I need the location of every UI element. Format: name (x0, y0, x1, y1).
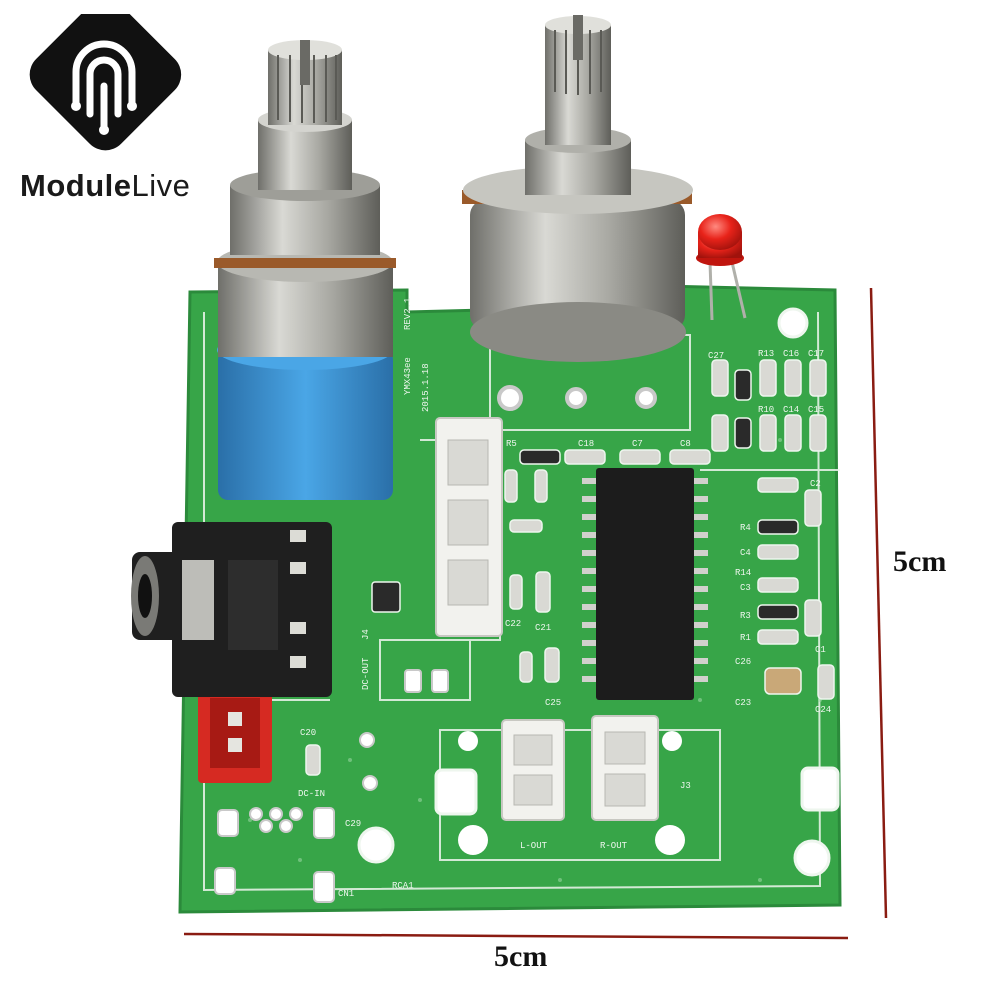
smd-components (305, 359, 835, 776)
silk-r1: R1 (740, 633, 751, 643)
tone-potentiometer (462, 15, 693, 362)
silk-cn1: CN1 (338, 889, 354, 899)
silkscreen-labels: YMX43ee REV2.1 2015.1.18 DC-OUT J4 DC-IN… (298, 298, 831, 899)
silk-dc-out: DC-OUT (361, 657, 371, 690)
silk-r5: R5 (506, 439, 517, 449)
silk-r13: R13 (758, 349, 774, 359)
silk-c22: C22 (505, 619, 521, 629)
silk-c23: C23 (735, 698, 751, 708)
silk-r10: R10 (758, 405, 774, 415)
silk-c26: C26 (735, 657, 751, 667)
silk-c18: C18 (578, 439, 594, 449)
silk-dc-in: DC-IN (298, 789, 325, 799)
silk-c21: C21 (535, 623, 551, 633)
silk-j4: J4 (361, 629, 371, 640)
input-connector (435, 417, 503, 637)
silk-c7: C7 (632, 439, 643, 449)
power-led (696, 214, 747, 321)
height-dimension-label: 5cm (893, 545, 947, 578)
volume-potentiometer (214, 40, 396, 500)
silk-j3: J3 (680, 781, 691, 791)
silk-l-out: L-OUT (520, 841, 548, 851)
logo-emblem-icon (29, 0, 182, 151)
height-dimension-line (869, 287, 888, 919)
solder-pads (214, 669, 449, 903)
amplifier-ic (582, 468, 708, 700)
silk-r14: R14 (735, 568, 751, 578)
l-out-connector (501, 719, 565, 821)
width-dimension-label: 5cm (494, 940, 548, 973)
silk-c14: C14 (783, 405, 799, 415)
silk-c3: C3 (740, 583, 751, 593)
silk-c24: C24 (815, 705, 831, 715)
silk-c2: C2 (810, 479, 821, 489)
silk-c27: C27 (708, 351, 724, 361)
silk-rca1: RCA1 (392, 881, 414, 891)
width-dimension-line (183, 932, 849, 940)
silk-rev: REV2.1 (403, 298, 413, 330)
silk-r3: R3 (740, 611, 751, 621)
silk-c16: C16 (783, 349, 799, 359)
silk-model: YMX43ee (403, 357, 413, 395)
logo-brand-part1: Module (20, 168, 132, 203)
mounting-holes (357, 307, 840, 877)
silk-r4: R4 (740, 523, 751, 533)
r-out-connector (591, 715, 659, 821)
silk-r-out: R-OUT (600, 841, 628, 851)
silk-c17: C17 (808, 349, 824, 359)
dc-in-connector (198, 683, 272, 783)
logo-brand-part2: Live (131, 168, 191, 203)
silk-c25: C25 (545, 698, 561, 708)
silk-c15: C15 (808, 405, 824, 415)
audio-jack (131, 522, 332, 697)
silk-c8: C8 (680, 439, 691, 449)
silk-c20: C20 (300, 728, 316, 738)
logo-wordmark: ModuleLive (20, 168, 190, 204)
silk-c1: C1 (815, 645, 826, 655)
silk-c29: C29 (345, 819, 361, 829)
silk-c4: C4 (740, 548, 751, 558)
silk-date: 2015.1.18 (421, 363, 431, 412)
modulelive-logo (14, 0, 214, 209)
